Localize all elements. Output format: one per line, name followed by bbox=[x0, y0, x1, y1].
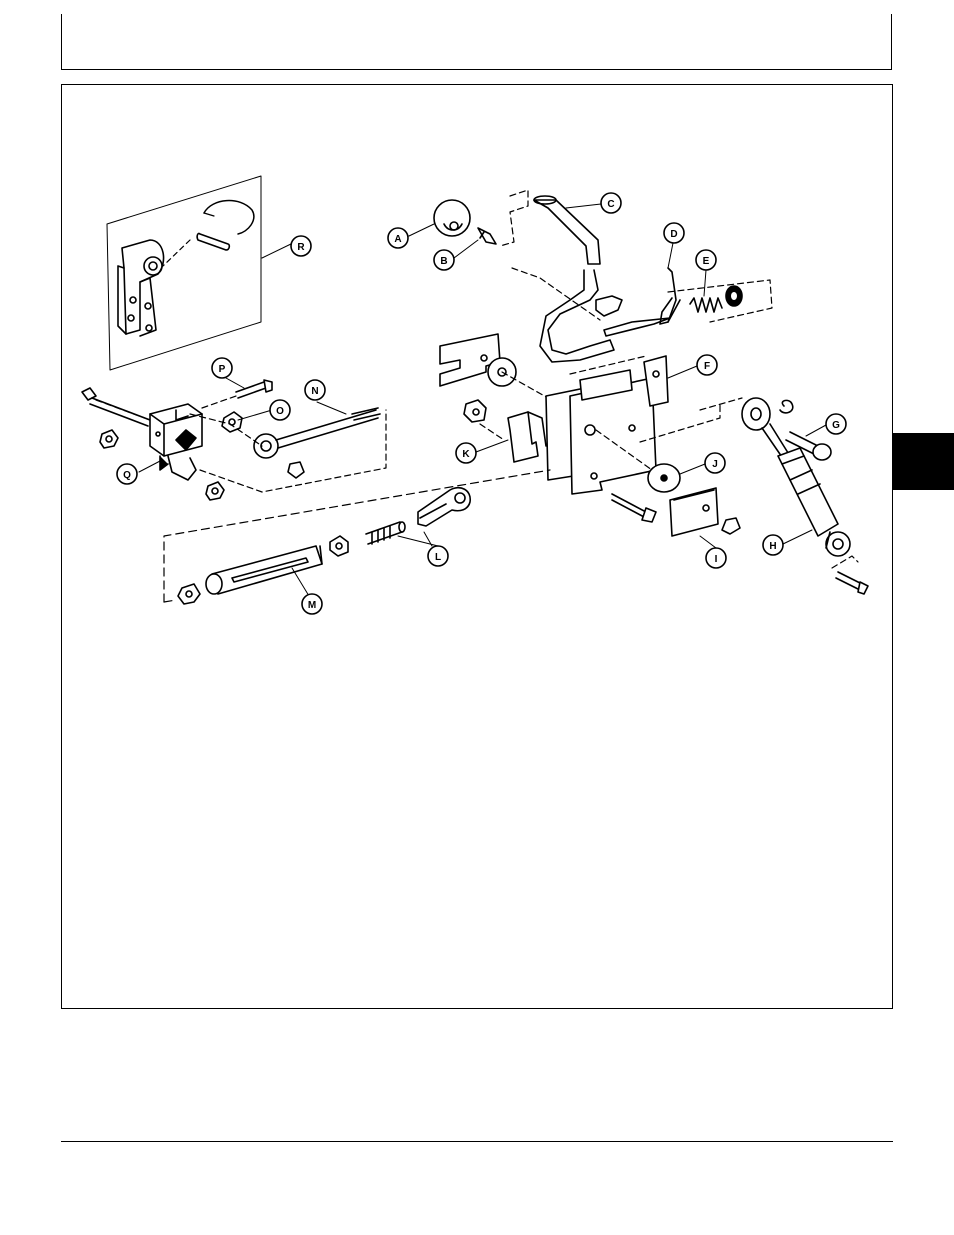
svg-text:R: R bbox=[297, 242, 305, 253]
bracket-f bbox=[546, 356, 720, 494]
callout-i: I bbox=[706, 548, 726, 568]
callout-l: L bbox=[428, 546, 448, 566]
plate-i bbox=[670, 488, 740, 536]
callout-a: A bbox=[388, 228, 408, 248]
nut-m bbox=[178, 584, 200, 604]
stud-l bbox=[366, 522, 405, 544]
spring-d bbox=[660, 268, 680, 324]
inset-detail-r bbox=[107, 176, 261, 370]
block-q bbox=[150, 404, 224, 500]
callout-k: K bbox=[456, 443, 476, 463]
svg-text:K: K bbox=[462, 449, 470, 460]
svg-text:P: P bbox=[219, 364, 226, 375]
svg-text:O: O bbox=[276, 406, 284, 417]
nut-left bbox=[100, 430, 118, 448]
nut-o bbox=[222, 412, 242, 432]
callout-f: F bbox=[697, 355, 717, 375]
callout-g: G bbox=[826, 414, 846, 434]
svg-text:Q: Q bbox=[123, 470, 131, 481]
plate-left bbox=[440, 334, 516, 386]
callout-b: B bbox=[434, 250, 454, 270]
callout-n: N bbox=[305, 380, 325, 400]
sleeve-m bbox=[206, 546, 322, 594]
lever-c bbox=[500, 190, 670, 362]
svg-text:B: B bbox=[440, 256, 447, 267]
svg-text:N: N bbox=[311, 386, 318, 397]
screw-b bbox=[478, 228, 496, 244]
svg-text:G: G bbox=[832, 420, 840, 431]
clevis-l bbox=[418, 488, 470, 526]
svg-text:H: H bbox=[769, 541, 776, 552]
svg-text:A: A bbox=[394, 234, 401, 245]
svg-text:M: M bbox=[308, 600, 316, 611]
spring-e bbox=[690, 286, 742, 312]
rod-n bbox=[190, 408, 386, 492]
callout-q: Q bbox=[117, 464, 137, 484]
svg-text:F: F bbox=[704, 361, 710, 372]
bolt-left bbox=[82, 388, 150, 426]
callout-c: C bbox=[601, 193, 621, 213]
callout-p: P bbox=[212, 358, 232, 378]
nut-mid bbox=[330, 536, 348, 556]
callout-o: O bbox=[270, 400, 290, 420]
callout-d: D bbox=[664, 223, 684, 243]
svg-text:C: C bbox=[607, 199, 614, 210]
callout-m: M bbox=[302, 594, 322, 614]
svg-text:E: E bbox=[703, 256, 710, 267]
svg-text:D: D bbox=[670, 229, 677, 240]
svg-text:I: I bbox=[715, 554, 718, 565]
callout-e: E bbox=[696, 250, 716, 270]
callout-j: J bbox=[705, 453, 725, 473]
bolt-lower bbox=[612, 494, 656, 522]
svg-text:L: L bbox=[435, 552, 441, 563]
knob-a bbox=[434, 200, 470, 236]
callout-r: R bbox=[291, 236, 311, 256]
svg-text:J: J bbox=[712, 459, 718, 470]
bolt-h bbox=[832, 556, 868, 594]
callout-h: H bbox=[763, 535, 783, 555]
